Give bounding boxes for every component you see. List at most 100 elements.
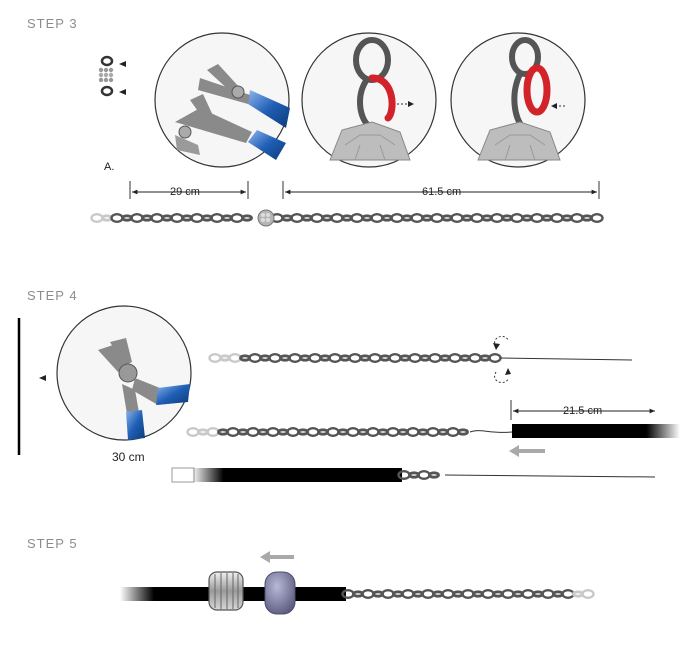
chain-link <box>421 589 435 600</box>
chain-link <box>417 428 429 436</box>
chain-link <box>352 590 364 598</box>
chain-link <box>208 353 222 364</box>
chain-link <box>279 354 291 362</box>
chain-link <box>541 589 555 600</box>
chain-link <box>206 427 220 438</box>
chain-link <box>259 354 271 362</box>
chain-link <box>399 354 411 362</box>
chain-link <box>217 428 229 436</box>
chain-link <box>230 212 244 223</box>
chain-link <box>221 214 233 222</box>
chain-link <box>386 427 400 438</box>
chain-link <box>472 590 484 598</box>
chain-link <box>421 214 433 222</box>
cutter-illustration <box>56 305 192 441</box>
step4-chain-2 <box>186 427 469 438</box>
chain-link <box>357 428 369 436</box>
chain-link <box>248 353 262 364</box>
step3-clasp-bead <box>257 209 275 227</box>
chain-link <box>430 212 444 223</box>
step3-marker-a: A. <box>104 161 115 173</box>
chain-link <box>210 212 224 223</box>
chain-link <box>90 212 104 223</box>
chain-link <box>170 212 184 223</box>
chain-link <box>481 214 493 222</box>
chain-link <box>419 354 431 362</box>
chain-link <box>141 214 153 222</box>
chain-link <box>457 428 469 436</box>
chain-link <box>186 427 200 438</box>
chain-link <box>492 590 504 598</box>
step4-chain-3 <box>397 470 440 481</box>
chain-link <box>390 212 404 223</box>
chain-link <box>488 353 502 364</box>
clasp-icon <box>98 55 126 97</box>
jump-ring-icon <box>368 74 396 122</box>
chain-link <box>281 214 293 222</box>
step4-cord-3-end <box>171 467 195 483</box>
chain-link <box>448 353 462 364</box>
chain-link <box>479 354 491 362</box>
chain-link <box>459 354 471 362</box>
step4-cutter-length: 30 cm <box>112 450 145 464</box>
cutter-icon <box>98 338 190 440</box>
chain-link <box>481 589 495 600</box>
chain-link <box>381 589 395 600</box>
chain-link <box>410 212 424 223</box>
chain-link <box>317 428 329 436</box>
step4-wire-1 <box>499 357 633 361</box>
chain-link <box>339 354 351 362</box>
chain-link <box>470 212 484 223</box>
chain-link <box>197 428 209 436</box>
chain-link <box>501 214 513 222</box>
chain-link <box>330 212 344 223</box>
chain-link <box>452 590 464 598</box>
chain-link <box>268 353 282 364</box>
chain-link <box>110 212 124 223</box>
chain-link <box>590 212 604 223</box>
step4-cord-3 <box>192 468 402 482</box>
chain-link <box>490 212 504 223</box>
chain-link <box>437 428 449 436</box>
chain-link <box>297 428 309 436</box>
chain-link <box>321 214 333 222</box>
step4-cord-2 <box>512 424 680 438</box>
step5-chain <box>341 589 595 600</box>
chain-link <box>277 428 289 436</box>
chain-link <box>241 214 253 222</box>
step4-chain-1 <box>208 353 502 364</box>
step-5-label: STEP 5 <box>27 536 78 551</box>
chain-link <box>510 212 524 223</box>
chain-link <box>290 212 304 223</box>
chain-link <box>337 428 349 436</box>
chain-link <box>441 214 453 222</box>
chain-link <box>541 214 553 222</box>
chain-link <box>581 589 595 600</box>
chain-link <box>101 214 113 222</box>
chain-link <box>190 212 204 223</box>
arrow-icon <box>509 445 545 457</box>
chain-link <box>428 471 440 479</box>
chain-link <box>530 212 544 223</box>
chain-link <box>346 427 360 438</box>
chain-link <box>401 589 415 600</box>
chain-link <box>572 590 584 598</box>
step4-side-arrow <box>39 375 46 381</box>
chain-link <box>286 427 300 438</box>
step-3-label: STEP 3 <box>27 16 78 31</box>
chain-link <box>532 590 544 598</box>
chain-link <box>121 214 133 222</box>
chain-link <box>310 212 324 223</box>
chain-link <box>550 212 564 223</box>
chain-link <box>428 353 442 364</box>
chain-link <box>408 471 420 479</box>
chain-link <box>361 214 373 222</box>
chain-link <box>412 590 424 598</box>
chain-link <box>328 353 342 364</box>
step3-chain <box>90 212 604 223</box>
chain-link <box>341 214 353 222</box>
chain-link <box>348 353 362 364</box>
chain-link <box>239 354 251 362</box>
arrow-icon <box>260 551 294 563</box>
